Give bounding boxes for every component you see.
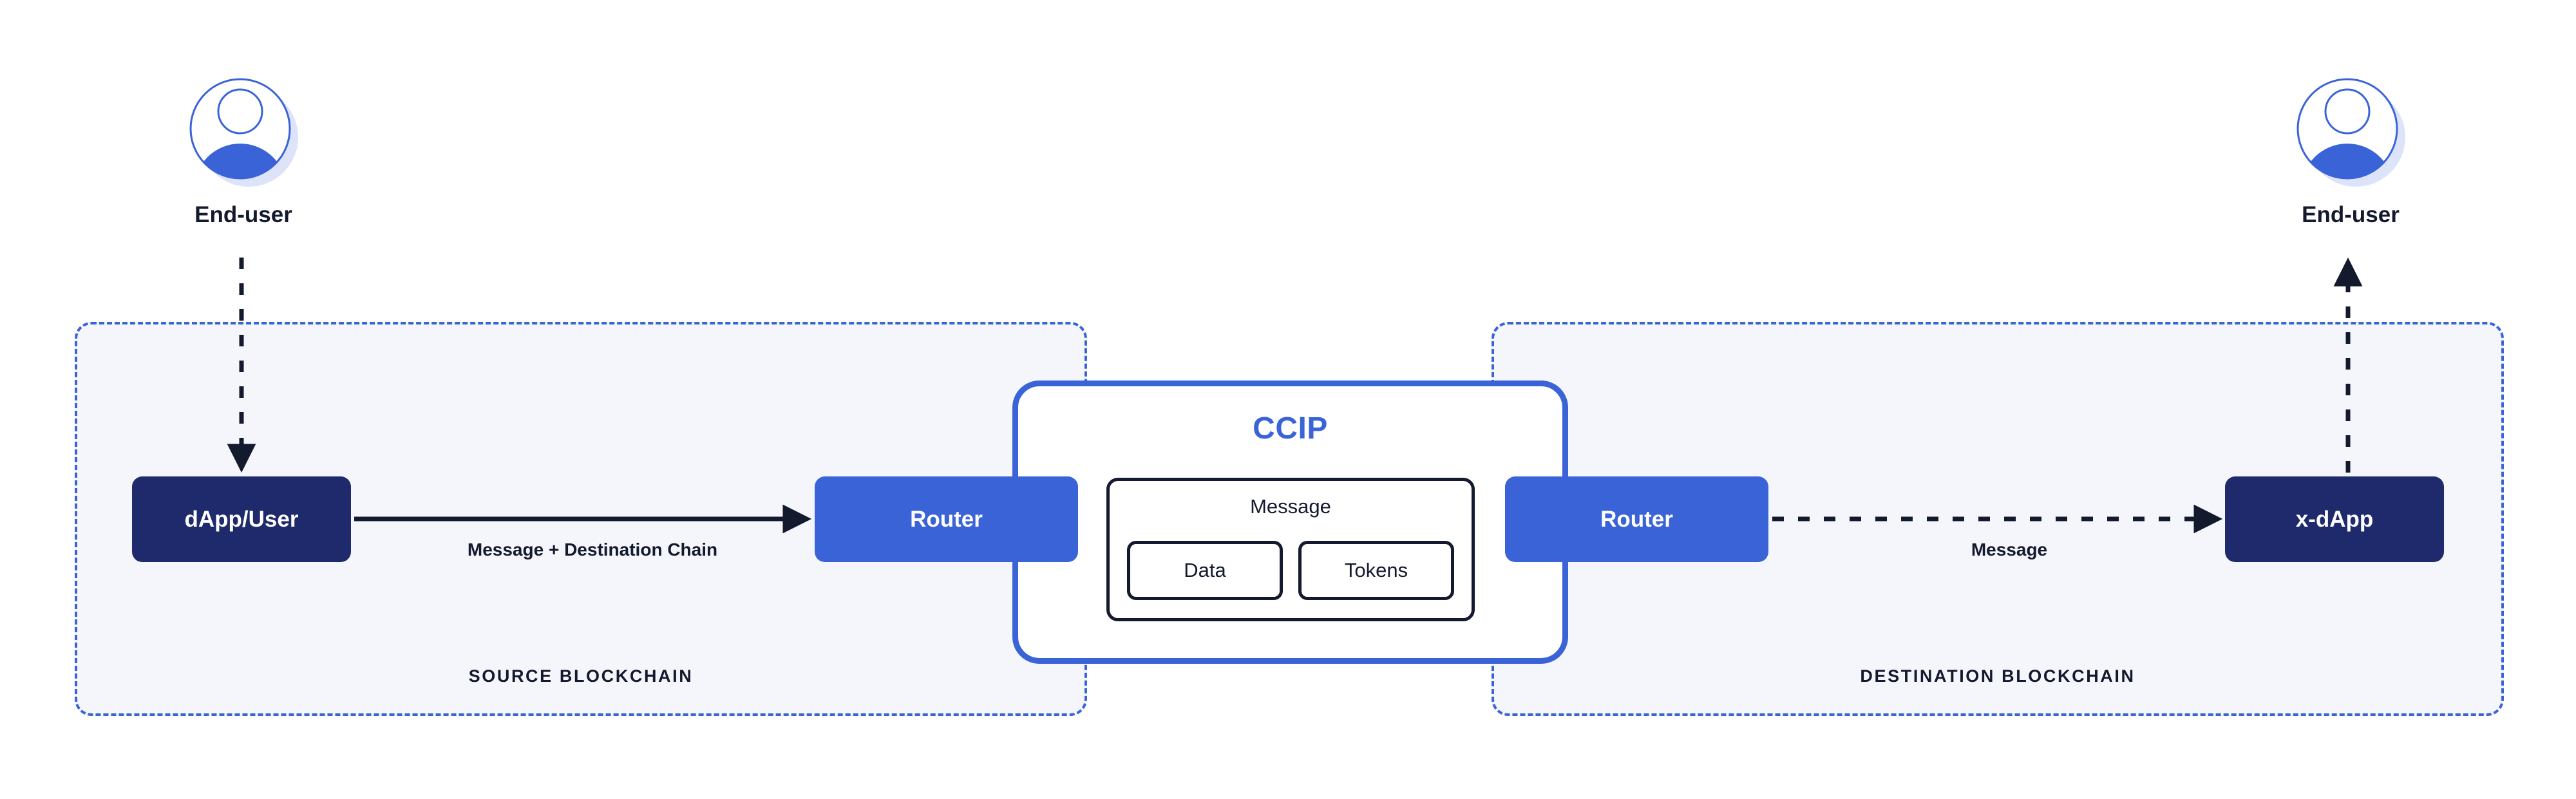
ccip-message-box: Message Data Tokens bbox=[1106, 478, 1475, 621]
user-avatar-icon bbox=[189, 78, 298, 187]
edge-label-message-destination-chain: Message + Destination Chain bbox=[467, 540, 718, 559]
user-avatar-icon bbox=[2297, 78, 2405, 187]
end-user-source: End-user bbox=[147, 71, 340, 228]
end-user-source-label: End-user bbox=[194, 202, 292, 227]
node-dapp-user: dApp/User bbox=[132, 476, 351, 562]
node-router-source: Router bbox=[815, 476, 1078, 562]
message-part-data: Data bbox=[1127, 541, 1283, 600]
destination-blockchain-label: DESTINATION BLOCKCHAIN bbox=[1860, 666, 2136, 686]
edge-label-message: Message bbox=[1971, 540, 2048, 559]
end-user-destination-label: End-user bbox=[2302, 202, 2400, 227]
message-title: Message bbox=[1250, 495, 1331, 518]
node-router-destination: Router bbox=[1505, 476, 1768, 562]
message-part-tokens: Tokens bbox=[1298, 541, 1454, 600]
source-blockchain-label: SOURCE BLOCKCHAIN bbox=[468, 666, 694, 686]
end-user-destination: End-user bbox=[2254, 71, 2447, 228]
node-x-dapp: x-dApp bbox=[2225, 476, 2444, 562]
ccip-title: CCIP bbox=[1253, 411, 1328, 446]
